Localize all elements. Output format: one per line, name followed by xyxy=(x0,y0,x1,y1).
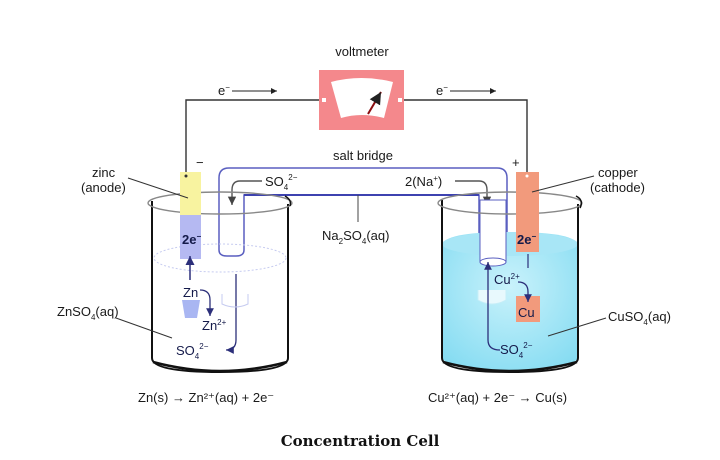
left-anion-label: SO42− xyxy=(176,342,209,361)
copper-cathode-label: copper (cathode) xyxy=(531,165,645,195)
copper-reduction-arrow xyxy=(517,281,532,302)
sodium-bridge-arrow xyxy=(455,180,492,205)
bridge-solution-label: Na2SO4(aq) xyxy=(322,228,389,246)
right-wire xyxy=(402,99,528,172)
zinc-sulfate-label: ZnSO4(aq) xyxy=(57,304,119,322)
voltmeter-terminal-left xyxy=(322,98,326,102)
anode-minus-sign: − xyxy=(196,155,204,170)
right-sulfate-path-arrow xyxy=(484,262,501,351)
right-beaker-rim xyxy=(437,191,583,215)
zinc-sulfate-label-group: ZnSO4(aq) xyxy=(57,304,173,339)
right-beaker: 2e− Cu Cu2+ SO42− xyxy=(437,172,583,374)
copper-sulfate-solution xyxy=(442,232,578,370)
right-beaker-base xyxy=(442,360,578,373)
copper-label: copper xyxy=(598,165,638,180)
right-anion-label: SO42− xyxy=(500,341,533,360)
zinc-dissolving-piece xyxy=(182,300,200,318)
voltmeter: voltmeter xyxy=(319,44,404,130)
zinc-pointer-line xyxy=(127,177,189,199)
electron-label-left: e− xyxy=(218,83,230,98)
voltmeter-label: voltmeter xyxy=(335,44,389,59)
copper-deposit xyxy=(516,296,540,322)
voltmeter-terminal-right xyxy=(398,98,402,102)
sulfate-bridge-label: SO42− xyxy=(265,173,298,192)
left-metal-label: Zn xyxy=(183,285,198,300)
left-beaker-spout xyxy=(284,195,292,207)
right-inner-cup xyxy=(477,290,507,305)
sodium-bridge-label: 2(Na+) xyxy=(405,174,442,189)
voltmeter-needle xyxy=(367,91,382,115)
left-inner-cup xyxy=(221,294,249,308)
zinc-label: zinc xyxy=(92,165,116,180)
figure-caption: Concentration Cell xyxy=(280,432,440,450)
right-bridge-leg-bottom xyxy=(479,257,507,267)
copper-sulfate-label-group: CuSO4(aq) xyxy=(547,309,671,337)
sulfate-bridge-arrow xyxy=(227,180,262,205)
voltmeter-dial xyxy=(331,78,393,118)
electron-flow-left: e− xyxy=(218,83,277,98)
right-bridge-leg xyxy=(479,199,507,263)
cathode-equation: Cu²⁺(aq) + 2e⁻ → Cu(s) xyxy=(428,390,567,405)
right-ion-label: Cu2+ xyxy=(494,272,520,287)
left-sulfate-path-arrow xyxy=(225,274,237,354)
circuit-wires xyxy=(185,99,528,172)
zinc-electrode-lower xyxy=(180,215,201,259)
copper-sulfate-label: CuSO4(aq) xyxy=(608,309,671,327)
salt-bridge-label: salt bridge xyxy=(333,148,393,163)
electron-flow-right: e− xyxy=(436,83,496,98)
left-electrons-label: 2e− xyxy=(182,232,201,247)
right-solution-surface xyxy=(442,232,578,256)
salt-bridge: salt bridge SO42− 2(Na+) Na2SO4(aq) xyxy=(218,148,508,265)
anode-label: (anode) xyxy=(81,180,126,195)
zinc-oxidation-arrow xyxy=(199,289,214,316)
cathode-plus-sign: + xyxy=(512,155,520,170)
anode-equation: Zn(s) → Zn²⁺(aq) + 2e⁻ xyxy=(138,390,274,405)
copper-sulfate-pointer-line xyxy=(547,317,607,337)
left-ion-label: Zn2+ xyxy=(202,318,227,333)
zinc-electrode-upper xyxy=(180,172,201,215)
left-beaker-base xyxy=(152,360,288,373)
right-electrons-label: 2e− xyxy=(517,232,536,247)
zinc-terminal xyxy=(184,174,188,178)
right-metal-label: Cu xyxy=(518,305,535,320)
copper-pointer-line xyxy=(531,175,595,193)
cathode-label: (cathode) xyxy=(590,180,645,195)
zinc-sulfate-pointer-line xyxy=(115,317,173,339)
right-beaker-spout xyxy=(575,195,583,209)
zinc-anode-label: zinc (anode) xyxy=(81,165,189,199)
left-beaker: 2e− Zn Zn2+ SO42− xyxy=(147,172,293,374)
left-beaker-rim xyxy=(147,191,293,215)
left-wire xyxy=(185,99,322,172)
electron-label-right: e− xyxy=(436,83,448,98)
copper-terminal xyxy=(525,174,529,178)
left-solution-surface xyxy=(153,243,287,273)
